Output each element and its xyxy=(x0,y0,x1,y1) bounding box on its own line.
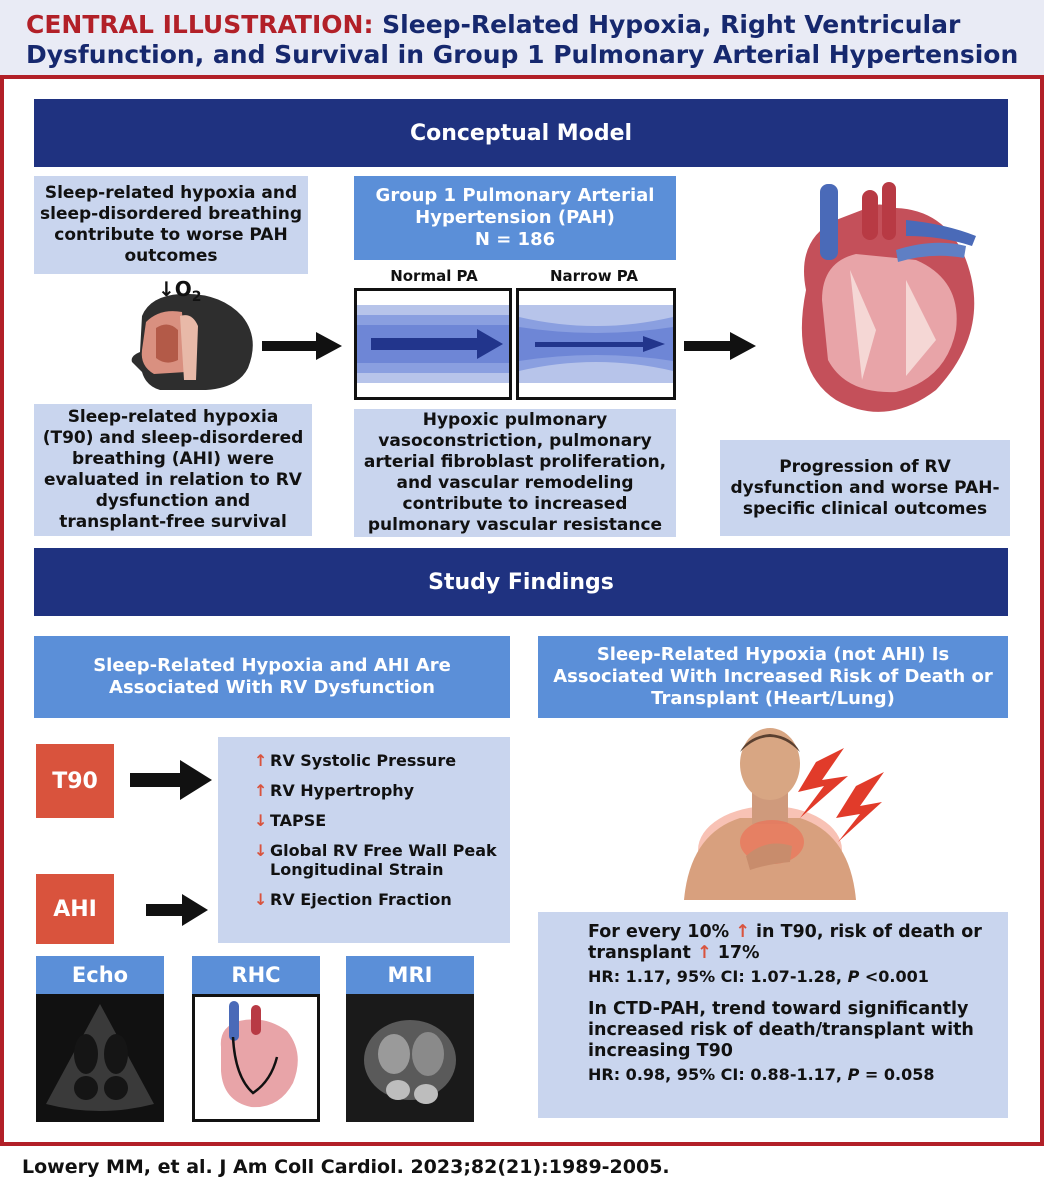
up-arrow-icon: ↑ xyxy=(254,751,268,770)
narrow-pa-label: Narrow PA xyxy=(549,267,639,285)
finding-item: ↓TAPSE xyxy=(254,811,327,830)
central-illustration-label: CENTRAL ILLUSTRATION: xyxy=(26,10,374,39)
ahi-badge: AHI xyxy=(36,874,114,944)
title-line-2: Dysfunction, and Survival in Group 1 Pul… xyxy=(26,40,1019,69)
study-findings-banner: Study Findings xyxy=(34,548,1008,616)
result-1: For every 10% ↑ in T90, risk of death or… xyxy=(588,922,982,963)
title-line-1: CENTRAL ILLUSTRATION: Sleep-Related Hypo… xyxy=(26,10,960,40)
pah-title-box: Group 1 Pulmonary Arterial Hypertension … xyxy=(354,176,676,260)
sleeping-head-illustration xyxy=(120,276,270,396)
result-2: In CTD-PAH, trend toward significantly i… xyxy=(588,999,974,1061)
title-part-1: Sleep-Related Hypoxia, Right Ventricular xyxy=(382,10,961,39)
arrow-right-icon xyxy=(130,760,212,804)
t90-badge: T90 xyxy=(36,744,114,818)
mri-label: MRI xyxy=(346,956,474,994)
conceptual-left-top-box: Sleep-related hypoxia and sleep-disorder… xyxy=(34,176,308,274)
narrow-pa-vessel xyxy=(516,288,676,400)
up-arrow-icon: ↑ xyxy=(696,943,712,963)
echo-label: Echo xyxy=(36,956,164,994)
figure-frame xyxy=(0,79,1044,1146)
down-arrow-icon: ↓ xyxy=(254,811,268,830)
down-arrow-icon: ↓ xyxy=(254,890,268,909)
finding-item: ↓Global RV Free Wall Peak Longitudinal S… xyxy=(254,841,497,879)
rhc-image xyxy=(192,994,320,1122)
survival-results-box: For every 10% ↑ in T90, risk of death or… xyxy=(538,912,1008,1118)
normal-pa-vessel xyxy=(354,288,512,400)
citation: Lowery MM, et al. J Am Coll Cardiol. 202… xyxy=(22,1156,670,1178)
up-arrow-icon: ↑ xyxy=(735,922,750,942)
rhc-label: RHC xyxy=(192,956,320,994)
conceptual-center-bottom-box: Hypoxic pulmonary vasoconstriction, pulm… xyxy=(354,409,676,537)
finding-item: ↑RV Hypertrophy xyxy=(254,781,415,800)
conceptual-right-box: Progression of RV dysfunction and worse … xyxy=(720,440,1010,536)
rv-findings-list: ↑RV Systolic Pressure ↑RV Hypertrophy ↓T… xyxy=(218,737,510,943)
normal-pa-label: Normal PA xyxy=(390,267,478,285)
findings-left-header: Sleep-Related Hypoxia and AHI Are Associ… xyxy=(34,636,510,718)
echo-image xyxy=(36,994,164,1122)
finding-item: ↓RV Ejection Fraction xyxy=(254,890,452,909)
mri-image xyxy=(346,994,474,1122)
chest-pain-person-illustration xyxy=(680,722,890,900)
o2-label: ↓O2 xyxy=(158,277,202,305)
result-1-hr: HR: 1.17, 95% CI: 1.07-1.28, P <0.001 xyxy=(588,967,929,986)
finding-item: ↑RV Systolic Pressure xyxy=(254,751,457,770)
arrow-right-icon xyxy=(262,332,342,364)
conceptual-model-banner: Conceptual Model xyxy=(34,99,1008,167)
result-2-hr: HR: 0.98, 95% CI: 0.88-1.17, P = 0.058 xyxy=(588,1065,935,1084)
heart-illustration xyxy=(766,180,1006,430)
findings-right-header: Sleep-Related Hypoxia (not AHI) Is Assoc… xyxy=(538,636,1008,718)
arrow-right-icon xyxy=(146,894,208,930)
down-arrow-icon: ↓ xyxy=(254,841,268,860)
header: CENTRAL ILLUSTRATION: Sleep-Related Hypo… xyxy=(0,0,1044,79)
down-arrow-icon: ↓ xyxy=(158,277,175,301)
conceptual-left-bottom-box: Sleep-related hypoxia (T90) and sleep-di… xyxy=(34,404,312,536)
up-arrow-icon: ↑ xyxy=(254,781,268,800)
arrow-right-icon xyxy=(684,332,756,364)
